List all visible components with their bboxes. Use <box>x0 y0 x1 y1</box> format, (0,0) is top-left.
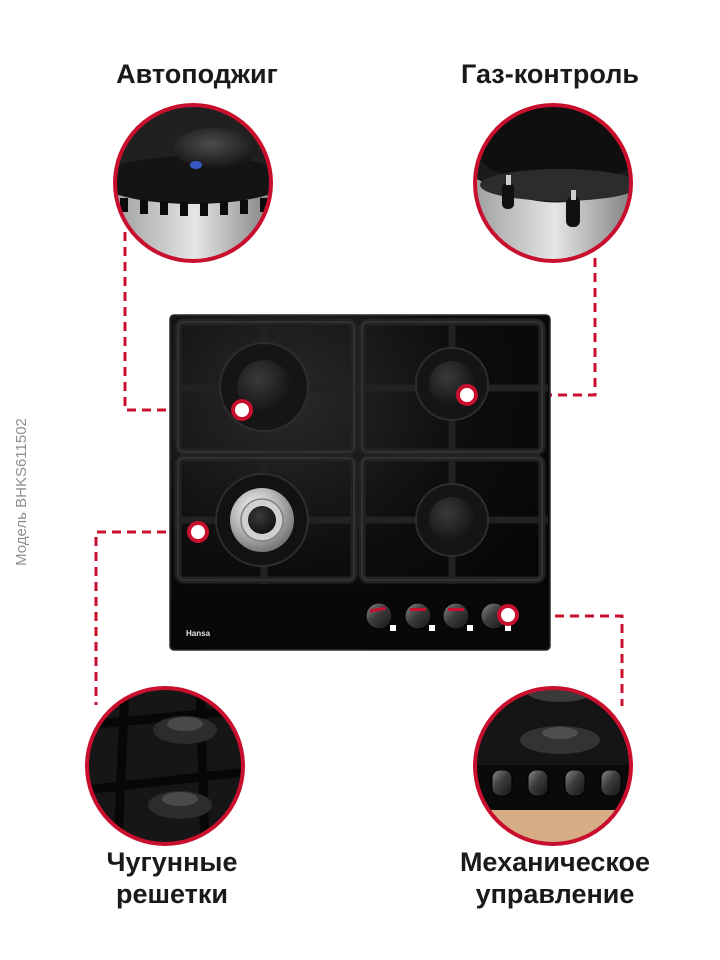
connector-grates <box>94 530 196 705</box>
hotspot-autoignition <box>231 399 253 421</box>
hotspot-gas-control <box>456 384 478 406</box>
zoom-mechanical-control <box>473 686 633 846</box>
control-knobs <box>365 602 511 631</box>
feature-title-line: Механическое <box>459 847 651 877</box>
connector-gas-control <box>470 258 597 397</box>
burner-bottom-right <box>415 483 489 557</box>
feature-title-cast-iron-grates: Чугунные решетки <box>72 846 272 910</box>
hotspots <box>187 384 519 626</box>
burner-wok <box>215 473 309 567</box>
hotspot-grates <box>187 521 209 543</box>
hob: Hansa <box>169 314 551 651</box>
burner-top-left <box>219 342 309 432</box>
feature-title-line: Чугунные <box>106 847 238 877</box>
knob-2 <box>404 602 435 631</box>
brand-logo: Hansa <box>186 629 211 638</box>
hotspot-mechanical <box>497 604 519 626</box>
knob-1 <box>365 602 396 631</box>
burner-top-right <box>415 347 489 421</box>
zoom-autoignition <box>113 103 273 263</box>
feature-title-autoignition: Автоподжиг <box>116 59 278 89</box>
feature-title-gas-control: Газ-контроль <box>461 59 639 89</box>
feature-title-mechanical-control: Механическое управление <box>430 846 680 910</box>
feature-title-line: решетки <box>115 879 228 909</box>
feature-title-line: управление <box>475 879 635 909</box>
zoom-gas-control <box>473 103 633 263</box>
knob-3 <box>442 602 473 631</box>
zoom-cast-iron-grates <box>85 686 245 846</box>
